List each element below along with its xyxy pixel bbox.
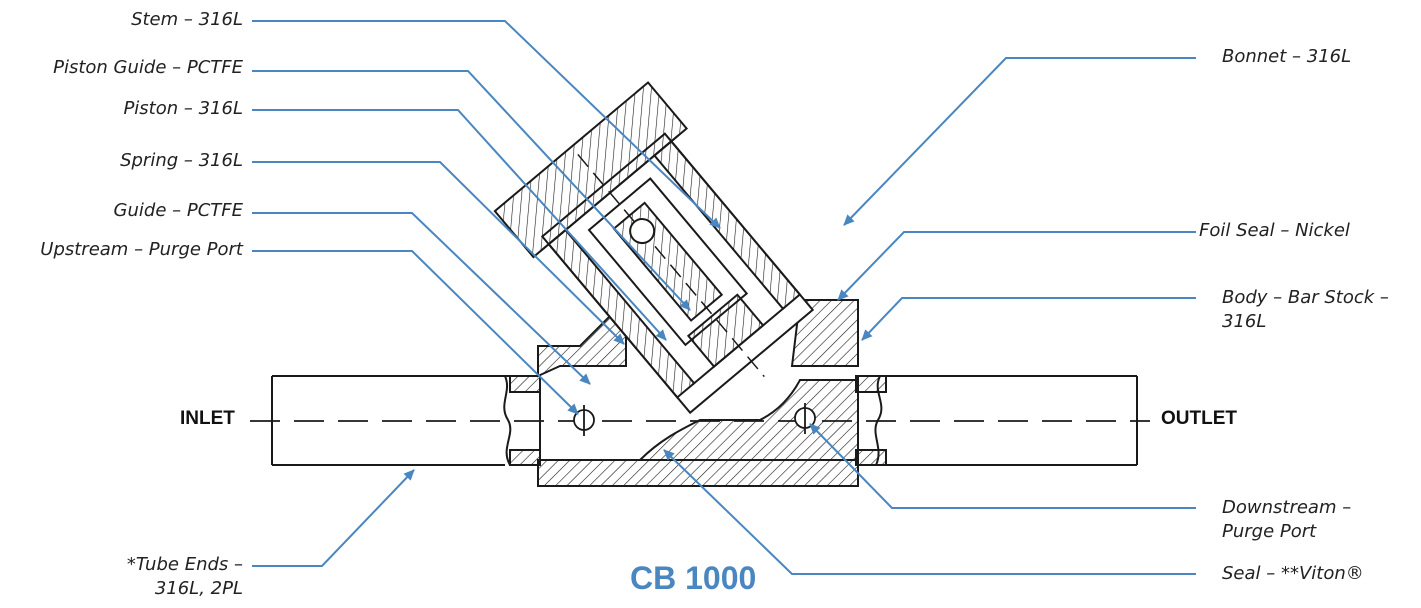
leader-seal xyxy=(663,449,1196,575)
bonnet-assembly xyxy=(493,81,815,415)
inlet-label: INLET xyxy=(180,408,235,429)
upstream-purge-port xyxy=(573,405,595,436)
label-seal: Seal – **Viton® xyxy=(1222,563,1364,584)
label-foil-seal: Foil Seal – Nickel xyxy=(1199,220,1350,241)
label-tube-ends-line1: *Tube Ends – xyxy=(126,554,243,575)
leader-upstream-port xyxy=(252,250,579,415)
label-piston: Piston – 316L xyxy=(123,98,243,119)
label-body-line2: 316L xyxy=(1222,311,1267,332)
leader-tube-ends xyxy=(252,469,415,567)
downstream-purge-port xyxy=(794,403,816,434)
label-body-line1: Body – Bar Stock – xyxy=(1222,287,1389,308)
leader-body xyxy=(861,297,1196,341)
outlet-label: OUTLET xyxy=(1161,408,1237,429)
leader-piston-guide xyxy=(252,70,691,311)
leader-piston xyxy=(252,109,667,341)
leader-guide xyxy=(252,212,591,385)
label-stem: Stem – 316L xyxy=(131,9,243,30)
diagram-title: CB 1000 xyxy=(630,560,757,596)
leader-foil-seal xyxy=(837,231,1196,301)
label-bonnet: Bonnet – 316L xyxy=(1222,46,1352,67)
label-spring: Spring – 316L xyxy=(120,150,243,171)
label-piston-guide: Piston Guide – PCTFE xyxy=(53,57,243,78)
leader-downstream-port xyxy=(809,423,1196,509)
label-upstream-port: Upstream – Purge Port xyxy=(40,239,243,260)
label-tube-ends-line2: 316L, 2PL xyxy=(154,578,243,599)
leader-stem xyxy=(252,20,721,229)
label-guide: Guide – PCTFE xyxy=(113,200,243,221)
leader-spring xyxy=(252,161,625,345)
leader-bonnet xyxy=(843,57,1196,226)
label-downstream-line1: Downstream – xyxy=(1222,497,1352,518)
label-downstream-line2: Purge Port xyxy=(1222,521,1317,542)
